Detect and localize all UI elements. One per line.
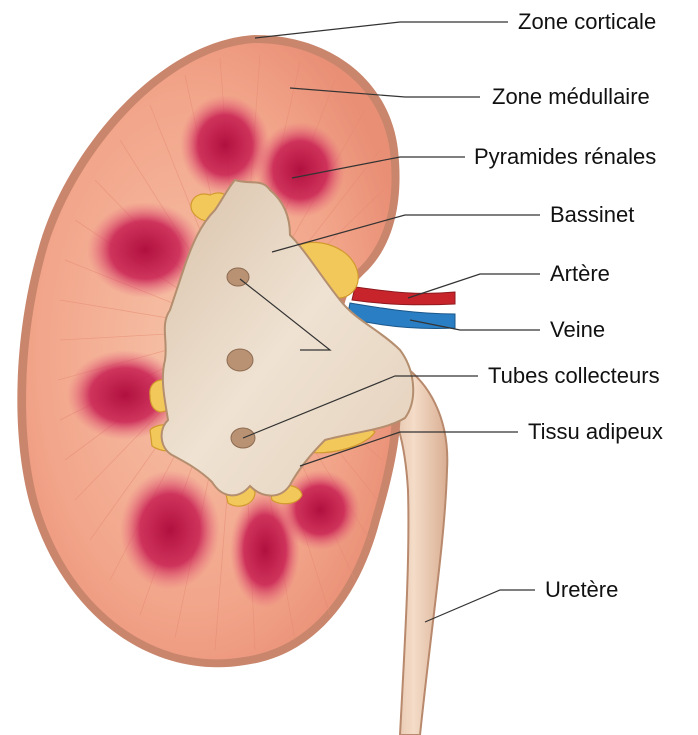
pyramid-5 [120,470,220,590]
labels: Zone corticale Zone médullaire Pyramides… [474,9,663,602]
label-tubes-collecteurs: Tubes collecteurs [488,363,660,388]
leader-zone-corticale [255,22,508,38]
label-veine: Veine [550,317,605,342]
leader-uretere [425,590,535,622]
label-artere: Artère [550,261,610,286]
label-pyramides-renales: Pyramides rénales [474,144,656,169]
collecting-tube-2 [227,349,253,371]
artery [352,287,455,305]
label-zone-corticale: Zone corticale [518,9,656,34]
label-bassinet: Bassinet [550,202,634,227]
label-uretere: Uretère [545,577,618,602]
label-zone-medullaire: Zone médullaire [492,84,650,109]
label-tissu-adipeux: Tissu adipeux [528,419,663,444]
